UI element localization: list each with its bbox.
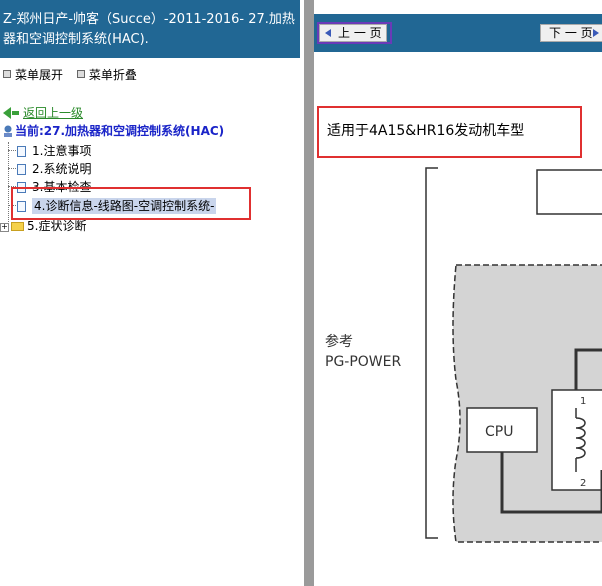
menu-controls: 菜单展开 菜单折叠 bbox=[3, 66, 147, 83]
back-link[interactable]: 返回上一级 bbox=[3, 104, 83, 121]
tree-item-label: 2.系统说明 bbox=[32, 162, 92, 176]
prev-page-label: 上 一 页 bbox=[338, 26, 382, 40]
panel-splitter[interactable] bbox=[304, 0, 314, 586]
applicability-note: 适用于4A15&HR16发动机车型 bbox=[327, 123, 525, 139]
document-icon bbox=[17, 146, 26, 157]
next-page-button[interactable]: 下 一 页 bbox=[540, 24, 602, 42]
cpu-label: CPU bbox=[485, 424, 513, 440]
prev-page-button[interactable]: 上 一 页 bbox=[319, 24, 387, 42]
document-viewer: 上 一 页 下 一 页 适用于4A15&HR16发动机车型 参考 PG-POWE… bbox=[314, 0, 602, 586]
tree-item-label: 5.症状诊断 bbox=[27, 219, 87, 233]
highlight-box bbox=[317, 106, 582, 158]
next-page-label: 下 一 页 bbox=[549, 26, 593, 40]
back-arrow-icon bbox=[3, 107, 11, 119]
arrow-left-icon bbox=[325, 29, 331, 37]
expand-node-icon[interactable]: + bbox=[0, 222, 9, 232]
wire bbox=[574, 348, 602, 390]
location-pin-icon bbox=[4, 125, 12, 137]
expand-icon bbox=[3, 70, 11, 78]
arrow-right-icon bbox=[593, 29, 599, 37]
current-location-label: 当前:27.加热器和空调控制系统(HAC) bbox=[15, 124, 225, 138]
tree-item-5[interactable]: +5.症状诊断 bbox=[0, 217, 86, 235]
tree-item-label: 1.注意事项 bbox=[32, 144, 92, 158]
collapse-icon bbox=[76, 70, 85, 78]
viewer-toolbar: 上 一 页 下 一 页 bbox=[314, 14, 602, 52]
collapse-menu-button[interactable]: 菜单折叠 bbox=[76, 66, 137, 83]
pin-1-label: 1 bbox=[580, 396, 586, 407]
tree-item-1[interactable]: 1.注意事项 bbox=[0, 142, 91, 160]
cpu-box bbox=[466, 407, 538, 453]
tree-item-label: 4.诊断信息-线路图-空调控制系统- bbox=[32, 198, 217, 214]
relay-box bbox=[551, 389, 602, 491]
document-icon bbox=[17, 164, 26, 175]
bracket-line bbox=[425, 167, 438, 539]
tree-item-2[interactable]: 2.系统说明 bbox=[0, 160, 91, 178]
folder-icon bbox=[11, 222, 24, 231]
power-label: PG-POWER bbox=[325, 354, 401, 370]
current-location: 当前:27.加热器和空调控制系统(HAC) bbox=[3, 122, 224, 139]
expand-menu-label: 菜单展开 bbox=[15, 68, 64, 82]
prev-focus-outline bbox=[317, 22, 392, 44]
ref-label: 参考 bbox=[325, 333, 353, 350]
highlight-box bbox=[11, 187, 251, 220]
pin-2-label: 2 bbox=[580, 478, 586, 489]
document-icon bbox=[17, 201, 26, 212]
collapse-menu-label: 菜单折叠 bbox=[88, 68, 137, 82]
wire bbox=[500, 452, 602, 514]
tree-panel: Z-郑州日产-帅客（Succe）-2011-2016- 27.加热器和空调控制系… bbox=[0, 0, 300, 235]
back-link-label[interactable]: 返回上一级 bbox=[23, 106, 84, 120]
coil-symbol bbox=[575, 417, 586, 459]
wiring-diagram: 参考 PG-POWER CPU 1 2 bbox=[325, 167, 602, 543]
tree-item-4-selected[interactable]: 4.诊断信息-线路图-空调控制系统- bbox=[0, 197, 217, 215]
expand-menu-button[interactable]: 菜单展开 bbox=[3, 66, 63, 83]
module-box bbox=[536, 169, 602, 215]
window-title: Z-郑州日产-帅客（Succe）-2011-2016- 27.加热器和空调控制系… bbox=[0, 0, 300, 58]
